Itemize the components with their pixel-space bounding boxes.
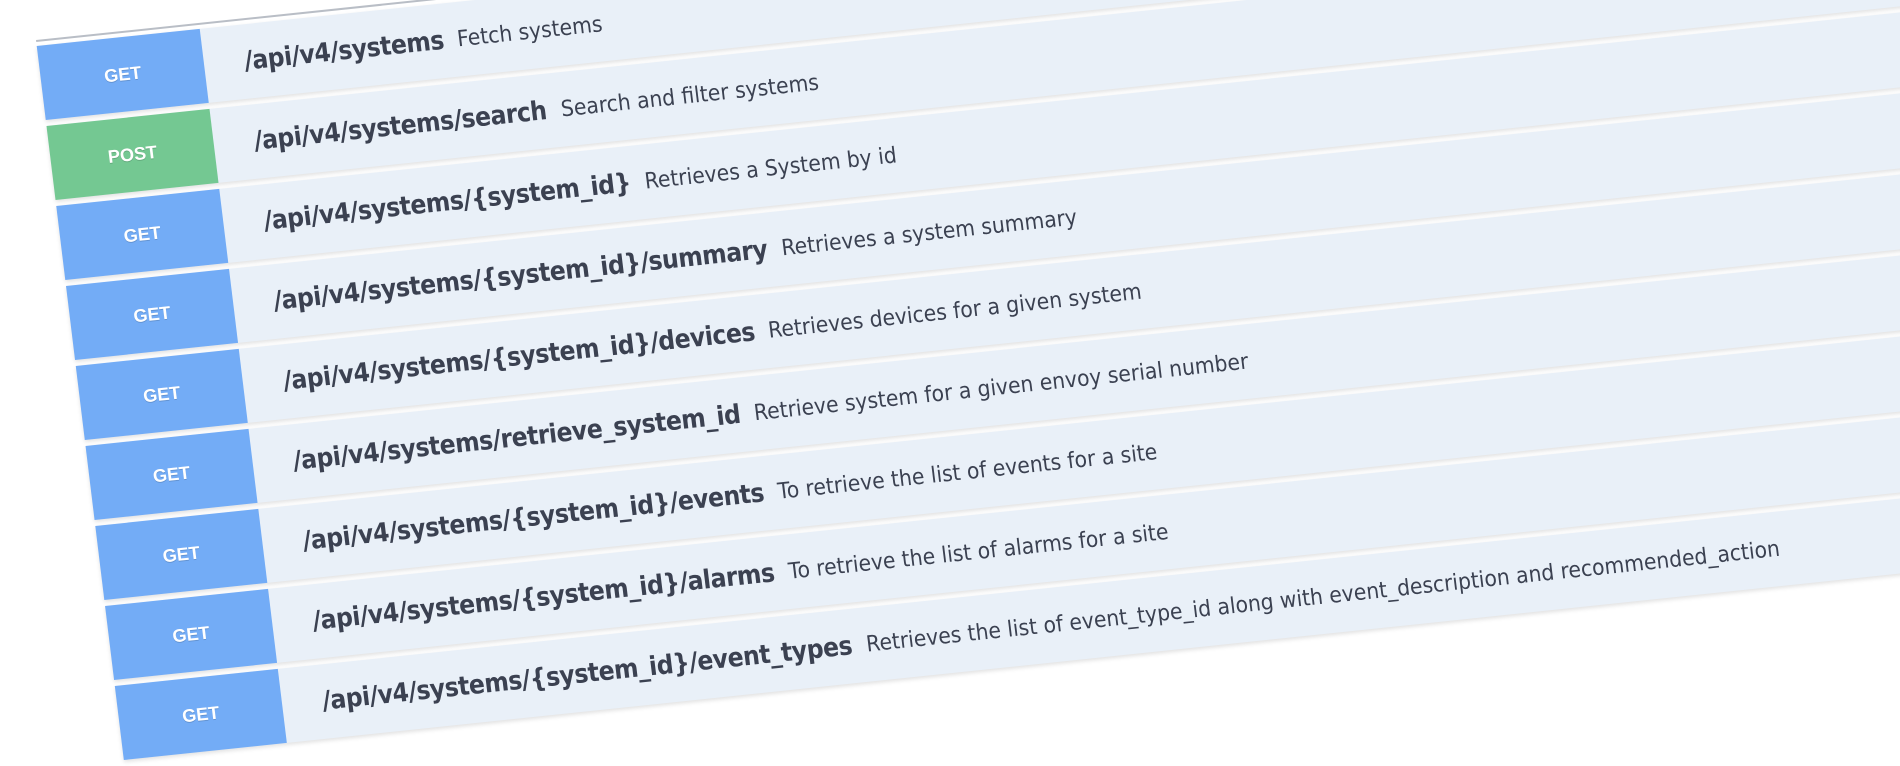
operation-path: /api/v4/systems/{system_id} (261, 168, 633, 237)
method-badge: GET (66, 268, 239, 360)
operation-description: Retrieves devices for a given system (767, 279, 1144, 344)
method-badge: GET (85, 428, 258, 520)
method-badge: GET (36, 28, 209, 120)
operation-description: To retrieve the list of alarms for a sit… (786, 519, 1170, 585)
operation-path: /api/v4/systems (242, 25, 446, 77)
method-badge: GET (95, 508, 268, 600)
operation-description: Retrieves a system summary (779, 204, 1079, 261)
operation-description: To retrieve the list of events for a sit… (776, 439, 1159, 505)
method-badge: GET (114, 668, 287, 760)
method-badge: POST (46, 108, 219, 200)
operation-path: /api/v4/systems/search (252, 95, 549, 157)
operation-description: Search and filter systems (559, 69, 820, 122)
method-badge: GET (105, 588, 278, 680)
method-badge: GET (56, 188, 229, 280)
operation-description: Fetch systems (456, 11, 605, 52)
method-badge: GET (75, 348, 248, 440)
operation-description: Retrieves a System by id (643, 142, 899, 195)
